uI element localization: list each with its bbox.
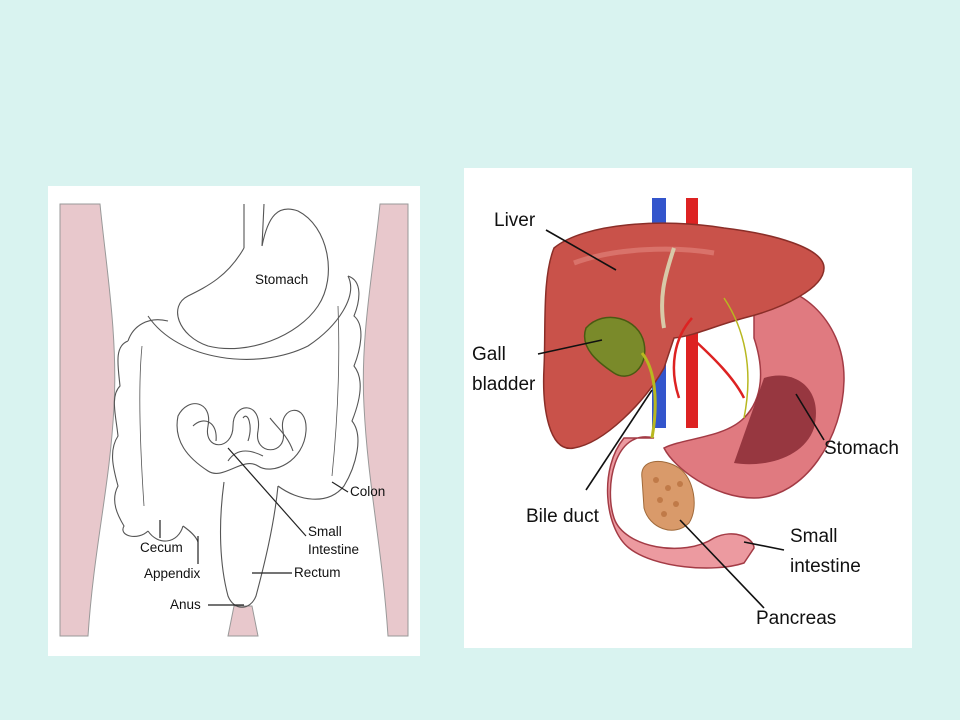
bile-duct — [640, 352, 657, 439]
abdominal-organs-panel: Liver Gall bladder Stomach Bile duct Sma… — [464, 168, 912, 648]
label-colon: Colon — [350, 484, 385, 499]
label-small-intestine-1: Small — [790, 526, 838, 547]
leader-colon — [331, 481, 349, 493]
stomach-outline — [177, 208, 329, 350]
label-rectum: Rectum — [294, 565, 341, 580]
label-anus: Anus — [170, 597, 201, 612]
descending-colon — [277, 275, 362, 500]
gall-bladder-organ — [583, 316, 646, 377]
rectum-outline — [219, 481, 279, 608]
leader-small-intestine — [743, 541, 785, 551]
label-bile-duct: Bile duct — [526, 506, 600, 527]
label-cecum: Cecum — [140, 540, 183, 555]
label-gall-bladder-1: Gall — [472, 344, 506, 365]
leader-gall-bladder — [537, 339, 603, 355]
pancreas-texture — [653, 477, 683, 517]
label-small-intestine-1: Small — [308, 524, 342, 539]
leader-bile-duct — [585, 389, 653, 491]
abdominal-organs-diagram: Liver Gall bladder Stomach Bile duct Sma… — [472, 198, 899, 629]
esophagus — [243, 203, 265, 248]
liver-highlight — [573, 246, 715, 266]
leader-pancreas — [679, 519, 765, 609]
label-stomach: Stomach — [255, 272, 308, 287]
leader-liver — [545, 229, 617, 271]
liver-organ — [542, 222, 825, 449]
crotch-shape — [227, 605, 259, 637]
leader-stomach — [795, 393, 825, 441]
label-small-intestine-2: intestine — [790, 556, 861, 577]
ascending-colon — [112, 340, 149, 537]
leader-small-intestine — [227, 447, 307, 537]
body-right-side — [362, 203, 409, 637]
hepatic-artery — [672, 317, 746, 399]
falciform-ligament — [660, 247, 676, 329]
label-appendix: Appendix — [144, 566, 201, 581]
label-gall-bladder-2: bladder — [472, 374, 536, 395]
nerve-lines — [723, 297, 749, 419]
small-intestine-organ — [606, 436, 755, 569]
small-intestine-coils-inner — [192, 415, 294, 462]
label-liver: Liver — [494, 210, 536, 231]
small-intestine-coils — [176, 403, 307, 474]
label-small-intestine-2: Intestine — [308, 542, 359, 557]
digestive-tract-diagram: Stomach Colon Small Intestine Cecum Appe… — [59, 203, 409, 637]
digestive-tract-panel: Stomach Colon Small Intestine Cecum Appe… — [48, 186, 420, 656]
label-pancreas: Pancreas — [756, 608, 836, 629]
body-left-side — [59, 203, 116, 637]
cecum — [147, 525, 184, 542]
label-stomach: Stomach — [824, 438, 899, 459]
transverse-colon — [127, 275, 352, 360]
descending-colon-inner — [331, 305, 340, 477]
appendix — [182, 525, 199, 543]
ascending-colon-inner — [139, 345, 145, 507]
stomach-interior — [734, 375, 816, 465]
